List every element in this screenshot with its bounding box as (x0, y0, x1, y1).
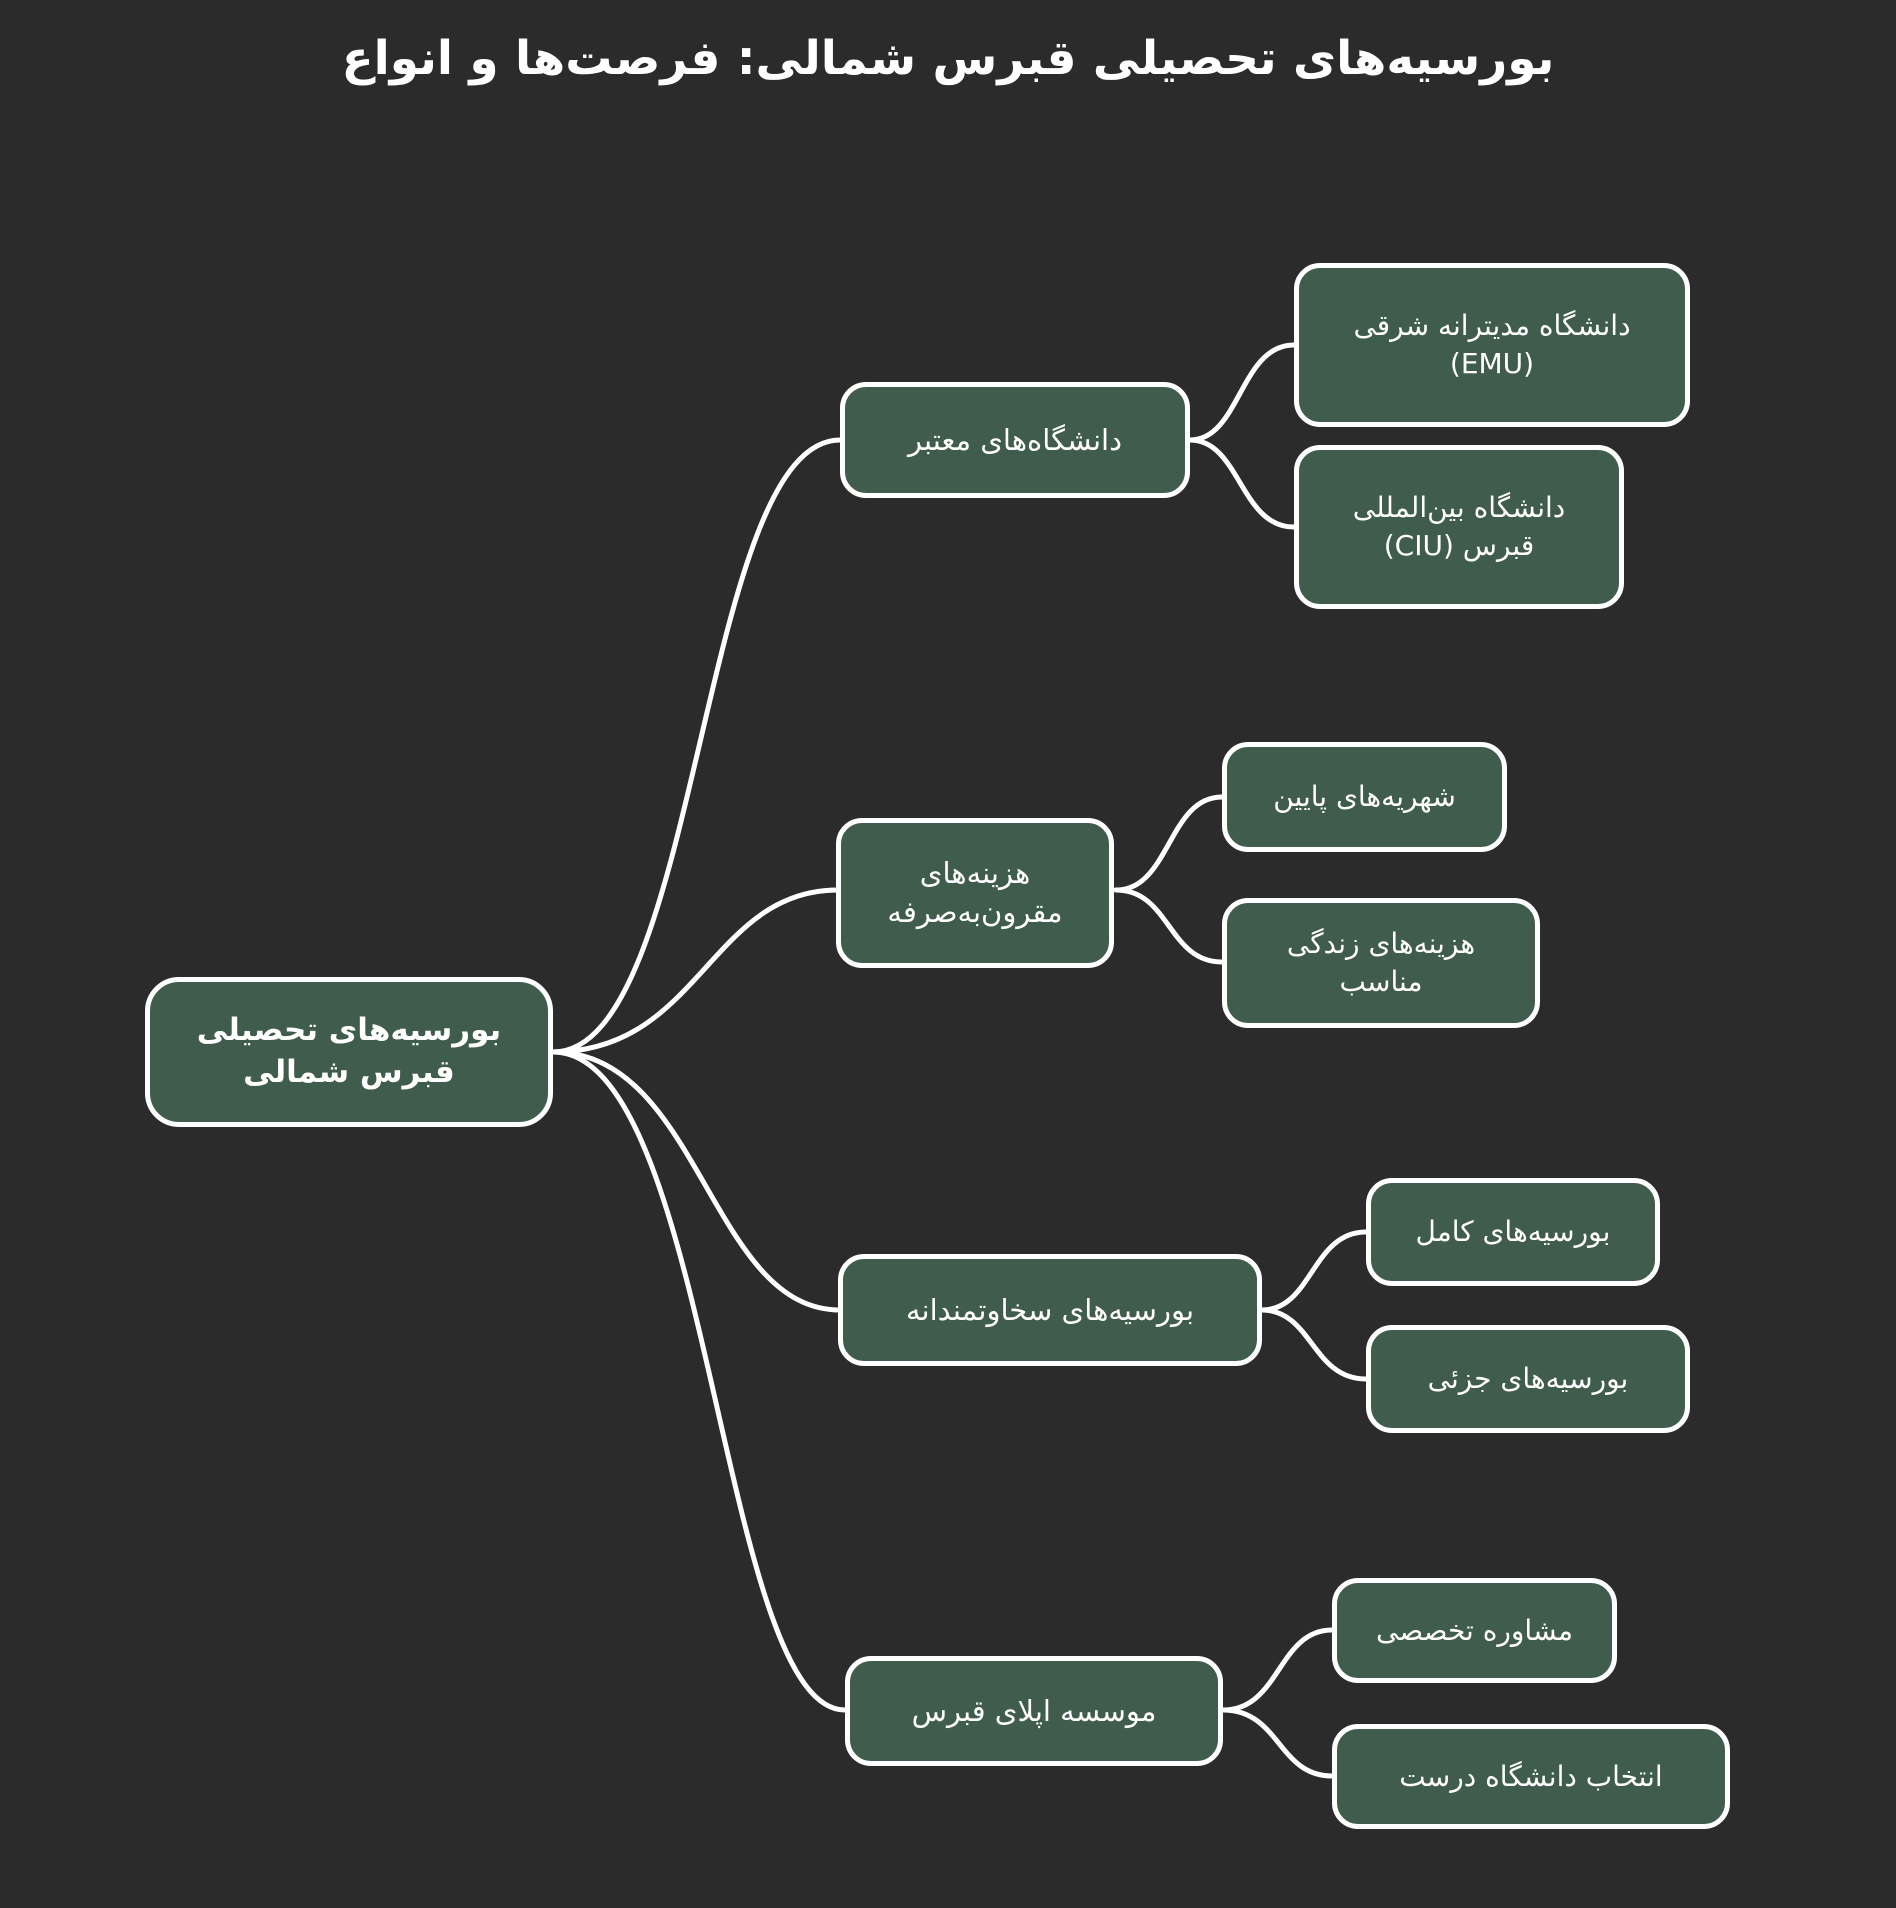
node-branch-generous-scholarships-label: بورسیه‌های سخاوتمندانه (905, 1292, 1195, 1327)
link-branch-3-to-leaf-2 (1259, 1307, 1369, 1382)
node-leaf-partial-scholarships[interactable]: بورسیه‌های جزئی (1366, 1325, 1690, 1433)
node-branch-universities[interactable]: دانشگاه‌های معتبر (840, 382, 1190, 498)
node-root-label: بورسیه‌های تحصیلی قبرس شمالی (196, 1012, 502, 1090)
node-leaf-ciu-label: دانشگاه بین‌المللی قبرس (CIU) (1352, 491, 1566, 562)
node-branch-generous-scholarships[interactable]: بورسیه‌های سخاوتمندانه (838, 1254, 1262, 1366)
node-leaf-low-tuition-label: شهریه‌های پایین (1273, 780, 1456, 814)
node-leaf-emu-label: دانشگاه مدیترانه شرقی (EMU) (1353, 309, 1631, 380)
node-leaf-partial-scholarships-label: بورسیه‌های جزئی (1427, 1362, 1629, 1396)
node-leaf-right-university-choice[interactable]: انتخاب دانشگاه درست (1332, 1724, 1730, 1829)
link-root-to-branch-3 (550, 1049, 843, 1313)
node-leaf-expert-consulting[interactable]: مشاوره تخصصی (1332, 1578, 1617, 1683)
node-root[interactable]: بورسیه‌های تحصیلی قبرس شمالی (145, 977, 553, 1127)
node-leaf-emu[interactable]: دانشگاه مدیترانه شرقی (EMU) (1294, 263, 1690, 427)
node-leaf-ciu[interactable]: دانشگاه بین‌المللی قبرس (CIU) (1294, 445, 1624, 609)
node-leaf-full-scholarships-label: بورسیه‌های کامل (1415, 1215, 1611, 1249)
page-title: بورسیه‌های تحصیلی قبرس شمالی: فرصت‌ها و … (341, 31, 1555, 86)
link-branch-1-to-leaf-1 (1187, 342, 1297, 443)
link-root-to-branch-4 (550, 1049, 848, 1713)
node-leaf-full-scholarships[interactable]: بورسیه‌های کامل (1366, 1178, 1660, 1286)
node-leaf-living-costs[interactable]: هزینه‌های زندگی مناسب (1222, 898, 1540, 1028)
link-root-to-branch-2 (550, 887, 841, 1055)
link-root-to-branch-1 (550, 437, 843, 1055)
node-leaf-low-tuition[interactable]: شهریه‌های پایین (1222, 742, 1507, 852)
node-leaf-right-university-choice-label: انتخاب دانشگاه درست (1399, 1759, 1663, 1793)
node-branch-affordable-costs[interactable]: هزینه‌های مقرون‌به‌صرفه (836, 818, 1114, 968)
link-branch-2-to-leaf-2 (1113, 887, 1225, 965)
link-branch-1-to-leaf-2 (1187, 437, 1297, 530)
link-branch-3-to-leaf-1 (1259, 1229, 1369, 1313)
node-leaf-expert-consulting-label: مشاوره تخصصی (1376, 1613, 1573, 1647)
node-branch-apply-cyprus-institute[interactable]: موسسه اپلای قبرس (845, 1656, 1223, 1766)
link-branch-2-to-leaf-1 (1113, 794, 1225, 893)
node-branch-universities-label: دانشگاه‌های معتبر (907, 422, 1123, 457)
node-branch-apply-cyprus-institute-label: موسسه اپلای قبرس (911, 1693, 1157, 1728)
link-branch-4-to-leaf-2 (1220, 1707, 1335, 1779)
link-branch-4-to-leaf-1 (1220, 1627, 1335, 1713)
node-branch-affordable-costs-label: هزینه‌های مقرون‌به‌صرفه (887, 856, 1063, 929)
node-leaf-living-costs-label: هزینه‌های زندگی مناسب (1286, 927, 1476, 998)
